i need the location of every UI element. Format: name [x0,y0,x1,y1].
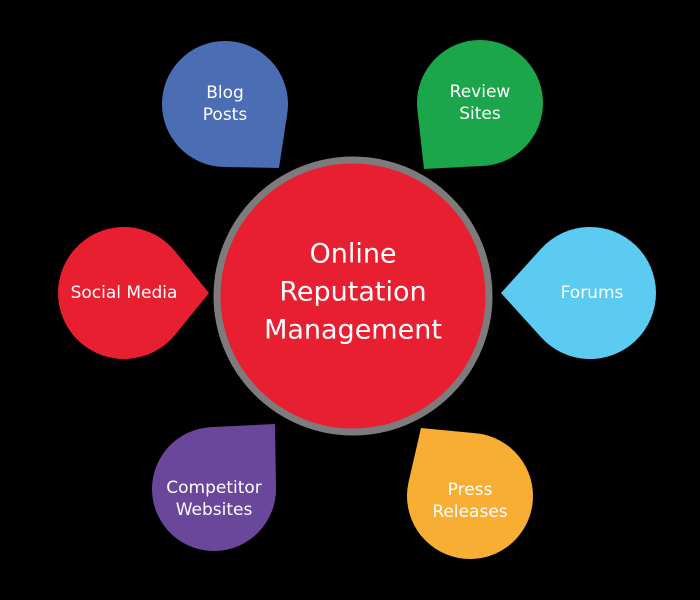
social-media-bubble [57,226,210,359]
center-line-2: Reputation [279,276,427,308]
blog-posts-bubble [161,41,288,168]
review-sites-bubble [417,40,544,169]
center-label: Online Reputation Management [264,235,442,348]
competitor-websites-bubble [152,424,276,551]
forums-label: Forums [561,282,624,304]
review-sites-label: Review Sites [450,81,511,125]
center-line-1: Online [309,238,397,270]
label-line: Blog [206,82,244,103]
forums-bubble [501,226,656,359]
press-releases-label: Press Releases [432,479,507,523]
label-line: Sites [459,104,501,124]
social-media-label: Social Media [71,282,178,304]
center-line-3: Management [264,313,442,345]
label-line: Press [447,479,493,500]
label-line: Releases [432,502,508,522]
center-circle [213,156,493,436]
label-line: Websites [175,500,253,520]
label-line: Review [449,81,511,102]
blog-posts-label: Blog Posts [203,82,247,126]
label-line: Social Media [70,282,178,303]
press-releases-bubble [407,428,533,559]
label-line: Forums [560,282,624,303]
label-line: Posts [202,105,248,125]
label-line: Competitor [166,477,262,498]
competitor-websites-label: Competitor Websites [166,477,262,521]
